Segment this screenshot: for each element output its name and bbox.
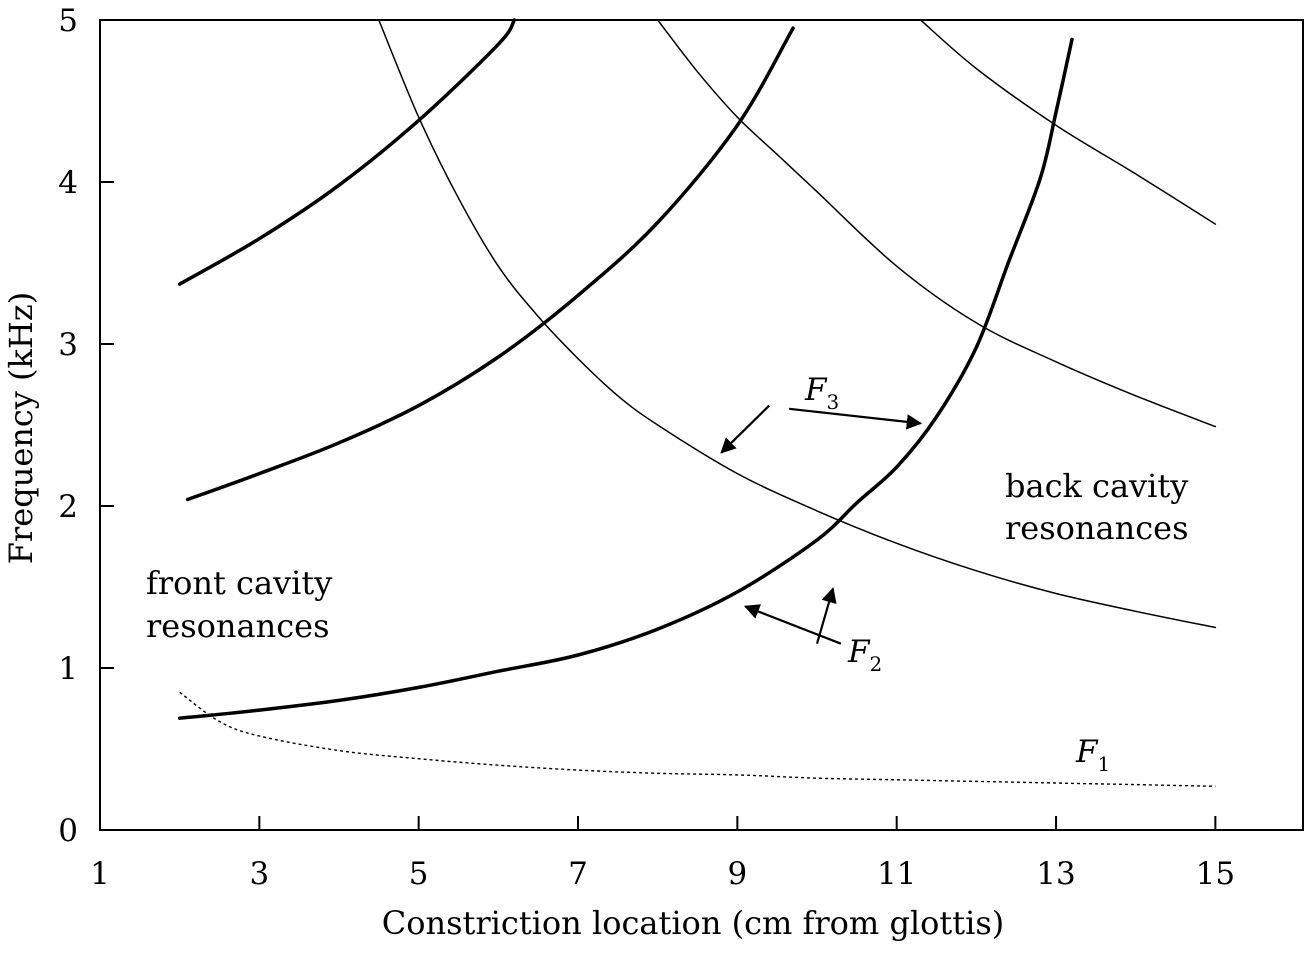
f3-arrow-2 [789,407,923,430]
back-cavity-label-line2: resonances [1005,509,1189,547]
f1-label-sub: 1 [1098,752,1111,776]
x-tick-label: 3 [249,856,269,892]
f1-label: F1 [1075,734,1110,776]
y-tick-label: 1 [58,651,78,687]
f1-label-main: F [1075,734,1099,770]
x-tick-label: 7 [568,856,588,892]
f2-label-sub: 2 [870,652,883,676]
back-cavity-label-line1: back cavity [1005,467,1188,505]
y-tick-label: 5 [58,3,78,39]
f3-label-sub: 3 [827,390,840,414]
f2-arrow-3 [743,604,842,645]
y-axis-ticks: 0 1 2 3 4 5 [58,3,114,849]
y-tick-label: 3 [58,327,78,363]
x-axis-title: Constriction location (cm from glottis) [382,904,1005,942]
front-resonance-line-3 [177,37,1074,720]
x-tick-label: 9 [727,856,747,892]
plot-frame [99,19,1304,831]
y-axis-title: Frequency (kHz) [2,292,40,564]
F1-resonance-line-7 [179,691,1216,787]
y-tick-label: 0 [58,813,78,849]
x-tick-label: 11 [877,856,916,892]
x-tick-label: 5 [409,856,429,892]
front-resonance-line-1 [177,18,517,286]
x-tick-label: 13 [1036,856,1075,892]
f2-arrow-4 [815,587,837,645]
back-resonance-line-4 [378,19,1217,629]
back-resonance-line-5 [656,19,1217,428]
y-tick-label: 2 [58,489,78,525]
y-tick-label: 4 [58,165,78,201]
back-resonance-line-6 [919,19,1217,225]
front-cavity-label-line2: resonances [146,607,330,645]
x-tick-label: 15 [1196,856,1235,892]
f2-label-main: F [847,634,871,670]
x-tick-label: 1 [90,856,110,892]
f2-label: F2 [847,634,882,676]
f3-arrow-1 [720,404,770,454]
series-lines [177,18,1217,787]
front-cavity-label-line1: front cavity [146,564,332,602]
annotation-arrows [720,404,923,645]
f3-label-main: F [804,372,828,408]
f3-label: F3 [804,372,839,414]
front-resonance-line-2 [185,26,795,502]
